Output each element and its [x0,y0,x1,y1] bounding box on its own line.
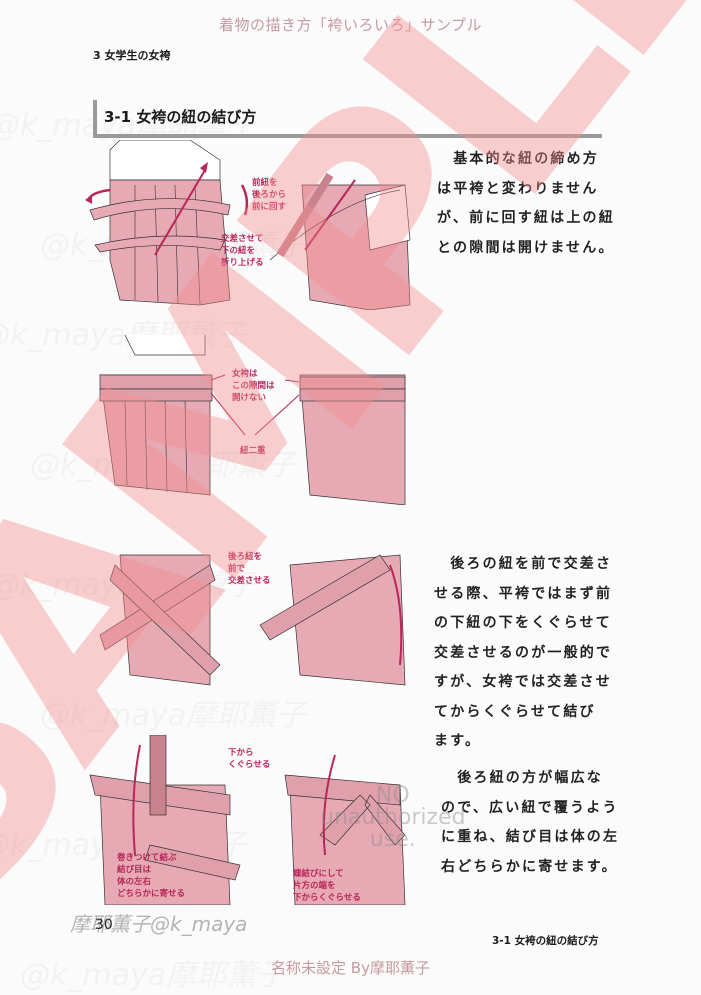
signature-watermark: 摩耶薫子@k_maya [70,912,248,936]
figure-2-label-b: 紐二重 [240,446,266,456]
chapter-heading: 3 女学生の女袴 [93,49,171,62]
figure-4-label-c: 蝶結びにして 片方の端を 下からくぐらせる [293,869,361,903]
figure-1-label-b: 交差させて 下の紐を 折り上げる [221,234,264,268]
paragraph-3: 後ろ紐の方が幅広な ので、広い紐で覆うよう に重ね、結び目は体の左 右どちらかに… [441,770,620,875]
handle-watermark: @k_maya摩耶薫子 [20,958,287,993]
figure-3-label: 後ろ紐を 前で 交差させる [228,552,271,586]
paragraph-2: 後ろの紐を前で交差さ せる際、平袴ではまず前 の下紐の下をくぐらせて 交差させる… [434,556,613,749]
figure-2-label-a: 女袴は この隙間は 開けない [232,369,275,403]
figure-4-illustration [89,735,406,905]
page-number: 30 [95,917,113,933]
figure-3-illustration [99,554,406,686]
paragraph-1: 基本的な紐の締め方 は平袴と変わりません が、前に回す紐は上の紐 との隙間は開け… [437,151,615,256]
running-title: 着物の描き方「袴いろいろ」サンプル [218,16,483,34]
section-title: 3-1 女袴の紐の結び方 [104,108,257,126]
section-title-frame [93,100,602,138]
unauthorized-use-watermark: NO unauthorized use. [320,783,466,852]
footer-section-ref: 3-1 女袴の紐の結び方 [492,935,599,947]
handle-watermark: @k_maya摩耶薫子 [40,698,307,733]
footer-credit: 名称未設定 By摩耶薫子 [271,959,430,977]
figure-4-label-a: 下から くぐらせる [228,748,271,770]
figure-4-label-b: 巻きつけて結ぶ 結び目は 体の左右 どちらかに寄せる [117,853,186,899]
figure-2-illustration [99,335,406,505]
figure-1-label-a: 前紐を 後ろから 前に回す [252,178,287,212]
figure-1-illustration [85,140,411,310]
